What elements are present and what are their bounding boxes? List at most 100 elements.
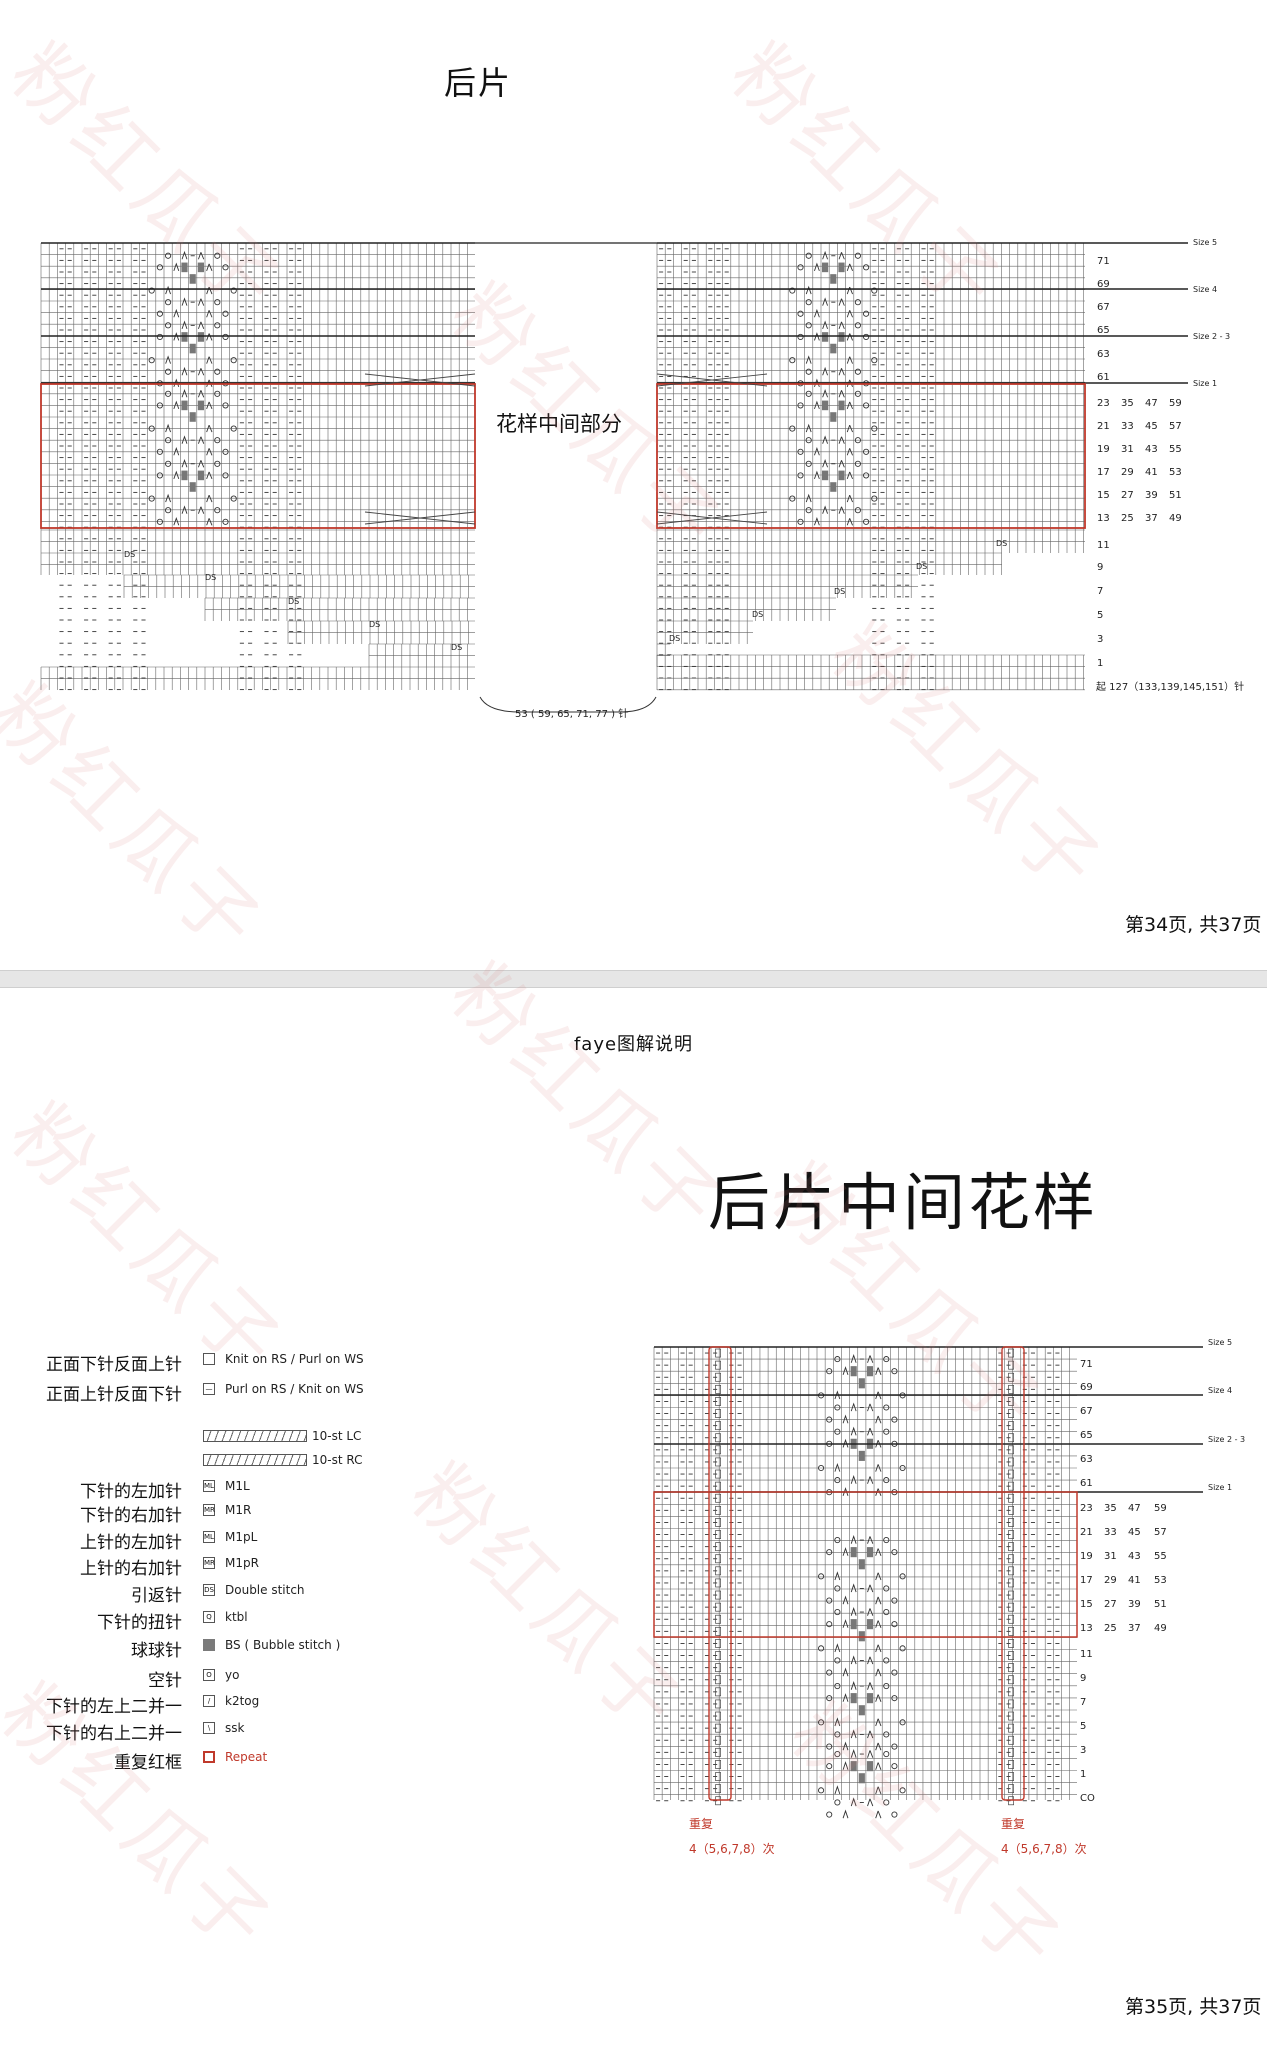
k2tog-mark [842, 1693, 849, 1702]
legend-symbol-glyph: / [207, 1697, 211, 1705]
size23-label: Size 2 - 3 [1208, 1435, 1246, 1444]
row-number: 65 [1080, 1430, 1093, 1441]
yo-mark [891, 1549, 898, 1556]
ssk-mark [867, 1403, 874, 1412]
k2tog-mark [850, 1749, 857, 1758]
yo-mark [805, 390, 812, 397]
bubble-stitch-mark [197, 332, 204, 342]
k2tog-mark [181, 458, 188, 468]
k2tog-mark [814, 446, 820, 456]
k2tog-mark [842, 1547, 849, 1556]
row-number: 67 [1080, 1406, 1093, 1417]
k2tog-mark [805, 423, 812, 433]
ktbl-mark [1008, 1614, 1015, 1624]
k2tog-mark [834, 1462, 841, 1472]
k2tog-mark [805, 493, 812, 503]
yo-mark [214, 322, 221, 329]
ktbl-mark [1008, 1457, 1015, 1467]
row-number: 63 [1080, 1454, 1093, 1465]
yo-mark [834, 1657, 841, 1664]
k2tog-mark [173, 400, 180, 410]
k2tog-mark [842, 1741, 849, 1751]
bubble-stitch-mark [866, 1761, 874, 1772]
yo-mark [891, 1811, 898, 1818]
ssk-mark [846, 401, 853, 410]
k2tog-mark [165, 493, 171, 503]
yo-mark [826, 1416, 833, 1423]
row-number: 61 [1097, 372, 1110, 383]
yo-mark [863, 310, 870, 317]
ktbl-mark [1008, 1663, 1015, 1673]
yo-mark [863, 402, 870, 409]
ssk-mark [206, 424, 213, 433]
legend-en-label: ktbl [225, 1610, 248, 1624]
bubble-stitch-mark [822, 400, 829, 411]
row-number: CO [1080, 1793, 1095, 1804]
yo-mark [148, 425, 155, 432]
k2tog-mark [850, 1535, 857, 1544]
ssk-mark [198, 390, 205, 398]
size-row-number: 29 [1104, 1575, 1117, 1586]
ssk-mark [875, 1742, 882, 1751]
yo-mark [165, 460, 172, 467]
yo-mark [863, 264, 870, 271]
bubble-stitch-mark [838, 332, 845, 342]
k2tog-mark [842, 1809, 849, 1819]
size-row-number: 21 [1080, 1527, 1093, 1538]
size-row-number: 53 [1154, 1575, 1167, 1586]
double-stitch-mark: DS [124, 550, 136, 559]
bubble-stitch-mark [858, 1705, 865, 1716]
double-stitch-mark: DS [288, 597, 300, 606]
ssk-mark [875, 1694, 882, 1702]
yo-mark [871, 425, 878, 432]
legend-symbol-glyph: ML [204, 1482, 214, 1490]
k2tog-mark [814, 470, 820, 480]
cable-cross-mark [656, 373, 768, 387]
bubble-stitch-mark [181, 262, 188, 273]
ssk-mark [838, 298, 845, 306]
ktbl-mark [715, 1433, 722, 1443]
size-row-number: 17 [1097, 467, 1110, 478]
ktbl-mark [1008, 1796, 1015, 1806]
size-row-number: 15 [1097, 490, 1110, 501]
yo-mark [789, 495, 796, 502]
yo-mark [854, 460, 861, 467]
yo-mark [165, 322, 172, 329]
bubble-stitch-mark [189, 482, 196, 492]
ktbl-mark [715, 1518, 722, 1527]
ssk-mark [875, 1786, 882, 1795]
yo-mark [834, 1608, 841, 1616]
ktbl-mark [1008, 1735, 1015, 1745]
legend-en-label: Double stitch [225, 1583, 305, 1597]
ktbl-mark [1008, 1784, 1015, 1794]
k2tog-mark [822, 297, 828, 306]
double-stitch-mark: DS [916, 562, 928, 571]
ssk-mark [198, 321, 205, 330]
k2tog-mark [850, 1607, 857, 1616]
ktbl-mark [715, 1578, 722, 1588]
yo-mark [854, 437, 861, 444]
ktbl-mark [1008, 1445, 1015, 1455]
size-row-number: 41 [1145, 467, 1158, 478]
yo-mark [883, 1731, 890, 1738]
ssk-mark [206, 310, 213, 318]
legend-symbol-glyph: MR [204, 1559, 215, 1567]
size-row-number: 27 [1104, 1599, 1117, 1610]
ssk-mark [867, 1476, 874, 1484]
page-number: 第34页, 共37页 [1125, 914, 1262, 936]
yo-mark [834, 1428, 841, 1435]
ktbl-mark [715, 1723, 722, 1733]
ssk-mark [875, 1572, 882, 1581]
yo-mark [818, 1787, 825, 1794]
yo-mark [818, 1573, 825, 1580]
right-step-grid [656, 529, 1085, 553]
legend-symbol-glyph: MR [204, 1506, 215, 1514]
yo-mark [222, 448, 229, 455]
row-number: 7 [1097, 586, 1104, 597]
yo-mark [148, 495, 155, 502]
double-stitch-mark: DS [834, 587, 846, 596]
k2tog-mark [181, 435, 188, 444]
center-pattern-chart [653, 1346, 1203, 1819]
row-number: 5 [1097, 610, 1104, 621]
yo-mark [854, 252, 861, 259]
